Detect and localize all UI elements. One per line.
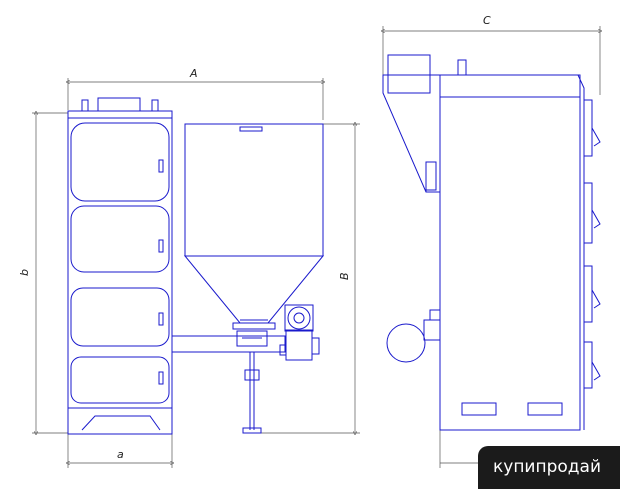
side-feeder-connector <box>423 319 441 341</box>
feeder-inspection-box <box>236 330 268 347</box>
boiler-ash-base <box>81 415 161 431</box>
side-view <box>382 54 601 431</box>
feeder-tube <box>171 335 286 353</box>
boiler-top-outlet <box>97 97 141 112</box>
boiler-door-1 <box>70 122 170 202</box>
dimensions <box>32 26 600 468</box>
side-vent-1 <box>461 402 497 416</box>
hopper-flange <box>232 322 276 330</box>
hopper-body <box>184 123 324 257</box>
hopper-funnel <box>183 255 325 324</box>
boiler-door-2 <box>70 205 170 273</box>
dimension-label-c: C <box>483 14 491 27</box>
boiler-door-3 <box>70 287 170 347</box>
front-view-boiler <box>67 97 173 435</box>
dimension-label-a-upper: A <box>189 67 198 80</box>
side-motor <box>386 323 426 363</box>
dimension-label-a-lower: a <box>117 448 124 461</box>
dimension-labels: A b B a C <box>18 14 491 461</box>
side-top-outlet <box>457 59 467 76</box>
feeder-gearbox <box>284 304 314 332</box>
boiler-door-4 <box>70 356 170 404</box>
side-inspection-plate <box>425 161 437 191</box>
watermark-badge: купипродай <box>478 446 620 489</box>
feeder-motor <box>285 329 313 361</box>
side-handle-1 <box>591 127 601 147</box>
side-door-hinge-1 <box>583 99 593 157</box>
side-hopper-top <box>387 54 431 94</box>
side-vent-2 <box>527 402 563 416</box>
side-boiler-body <box>439 74 581 431</box>
dimension-label-b-lower: b <box>18 269 31 276</box>
side-hopper-funnel <box>382 74 441 193</box>
hopper-lid-handle <box>239 126 263 132</box>
boiler-body <box>67 110 173 435</box>
front-view-hopper <box>171 123 325 434</box>
dimension-label-b-upper: B <box>338 272 351 280</box>
